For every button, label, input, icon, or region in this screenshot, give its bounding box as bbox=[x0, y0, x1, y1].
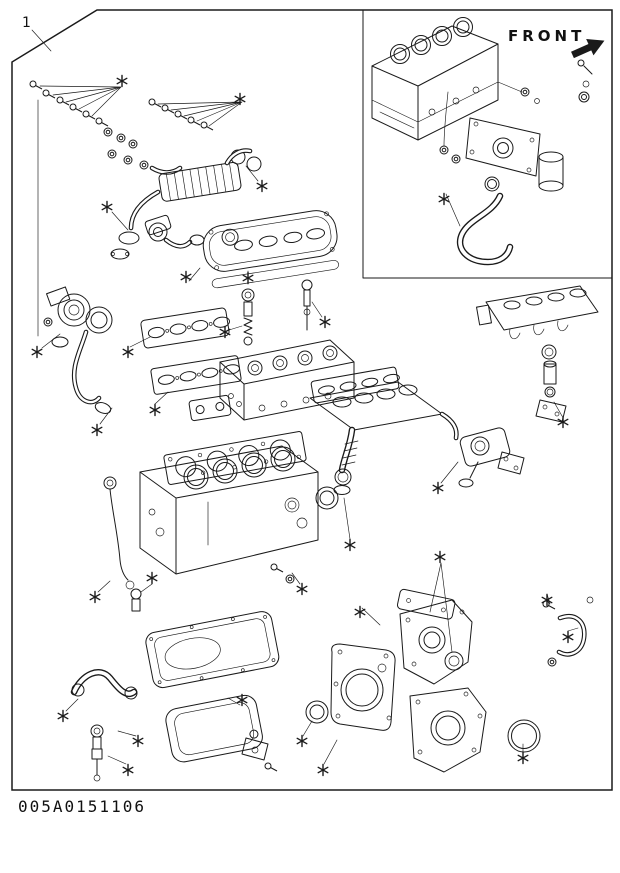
thermostat-parts bbox=[535, 344, 567, 423]
oil-cooler-assembly bbox=[439, 59, 593, 192]
timing-gear-case bbox=[330, 643, 396, 731]
part-number-label: 005A0151106 bbox=[18, 797, 146, 816]
oil-dipstick bbox=[103, 476, 135, 590]
asterisk-marker bbox=[89, 590, 101, 604]
callout-1-leader bbox=[31, 29, 52, 52]
cylinder-block bbox=[139, 445, 339, 575]
leader-lines bbox=[41, 165, 579, 765]
asterisk-marker bbox=[517, 751, 529, 765]
water-hose bbox=[70, 669, 138, 700]
asterisk-marker bbox=[344, 538, 356, 552]
asterisk-marker bbox=[31, 345, 43, 359]
right-intake-manifold bbox=[476, 285, 599, 340]
asterisk-marker bbox=[354, 605, 366, 619]
asterisk-marker bbox=[122, 345, 134, 359]
intercooler-pipe bbox=[457, 192, 514, 266]
heat-shield-plate bbox=[188, 394, 232, 422]
asterisk-marker bbox=[91, 423, 103, 437]
page-frame bbox=[11, 9, 613, 791]
oil-level-sensor bbox=[130, 588, 142, 612]
breather-spring-stack bbox=[241, 288, 255, 346]
timing-case-gasket bbox=[396, 588, 456, 620]
oil-pan-lower bbox=[165, 694, 263, 763]
asterisk-marker bbox=[541, 593, 553, 607]
asterisk-marker bbox=[149, 403, 161, 417]
valve-cover bbox=[202, 210, 339, 289]
head-gasket bbox=[163, 431, 307, 485]
callout-1-label: 1 bbox=[22, 15, 31, 31]
crank-front-seal bbox=[305, 700, 329, 724]
sensor-injector-part bbox=[301, 279, 313, 331]
asterisk-marker bbox=[57, 709, 69, 723]
intake-manifold-assembly bbox=[309, 381, 459, 495]
egr-valve-unit bbox=[458, 427, 525, 488]
cylinder-head bbox=[219, 339, 355, 421]
exhaust-manifold bbox=[140, 307, 230, 349]
inset-leader-lines bbox=[443, 81, 523, 227]
bottom-bracket bbox=[241, 737, 278, 772]
egr-valve-elbow bbox=[144, 214, 205, 249]
asterisk-marker bbox=[296, 582, 308, 596]
asterisk-marker bbox=[296, 734, 308, 748]
egr-cooler bbox=[110, 148, 253, 260]
asterisk-marker bbox=[256, 179, 268, 193]
oil-pan-upper bbox=[145, 611, 280, 689]
asterisk-marker bbox=[562, 630, 574, 644]
engine-assembly-front-view bbox=[371, 17, 499, 141]
drain-fitting bbox=[90, 724, 104, 782]
inner-timing-plate bbox=[399, 599, 473, 685]
asterisk-marker bbox=[132, 734, 144, 748]
asterisk-marker bbox=[116, 74, 128, 88]
right-hardware bbox=[542, 596, 594, 667]
asterisk-marker bbox=[434, 550, 446, 564]
block-hardware bbox=[270, 563, 295, 584]
intake-manifold-gasket bbox=[310, 366, 400, 404]
asterisk-marker bbox=[319, 315, 331, 329]
exhaust-manifold-gasket bbox=[150, 355, 242, 395]
round-cover-plate bbox=[507, 719, 541, 753]
asterisk-marker bbox=[557, 415, 569, 429]
inset-panel-divider bbox=[362, 9, 613, 279]
turbocharger bbox=[43, 286, 113, 414]
front-arrow-icon bbox=[571, 38, 605, 59]
top-left-hardware bbox=[29, 80, 243, 337]
asterisk-marker bbox=[317, 763, 329, 777]
asterisk-marker bbox=[122, 763, 134, 777]
front-label: FRONT bbox=[508, 27, 585, 45]
asterisk-marker bbox=[432, 481, 444, 495]
asterisk-marker bbox=[438, 192, 450, 206]
asterisk-marker bbox=[146, 571, 158, 585]
flywheel-housing bbox=[409, 687, 487, 773]
asterisk-marker bbox=[101, 200, 113, 214]
